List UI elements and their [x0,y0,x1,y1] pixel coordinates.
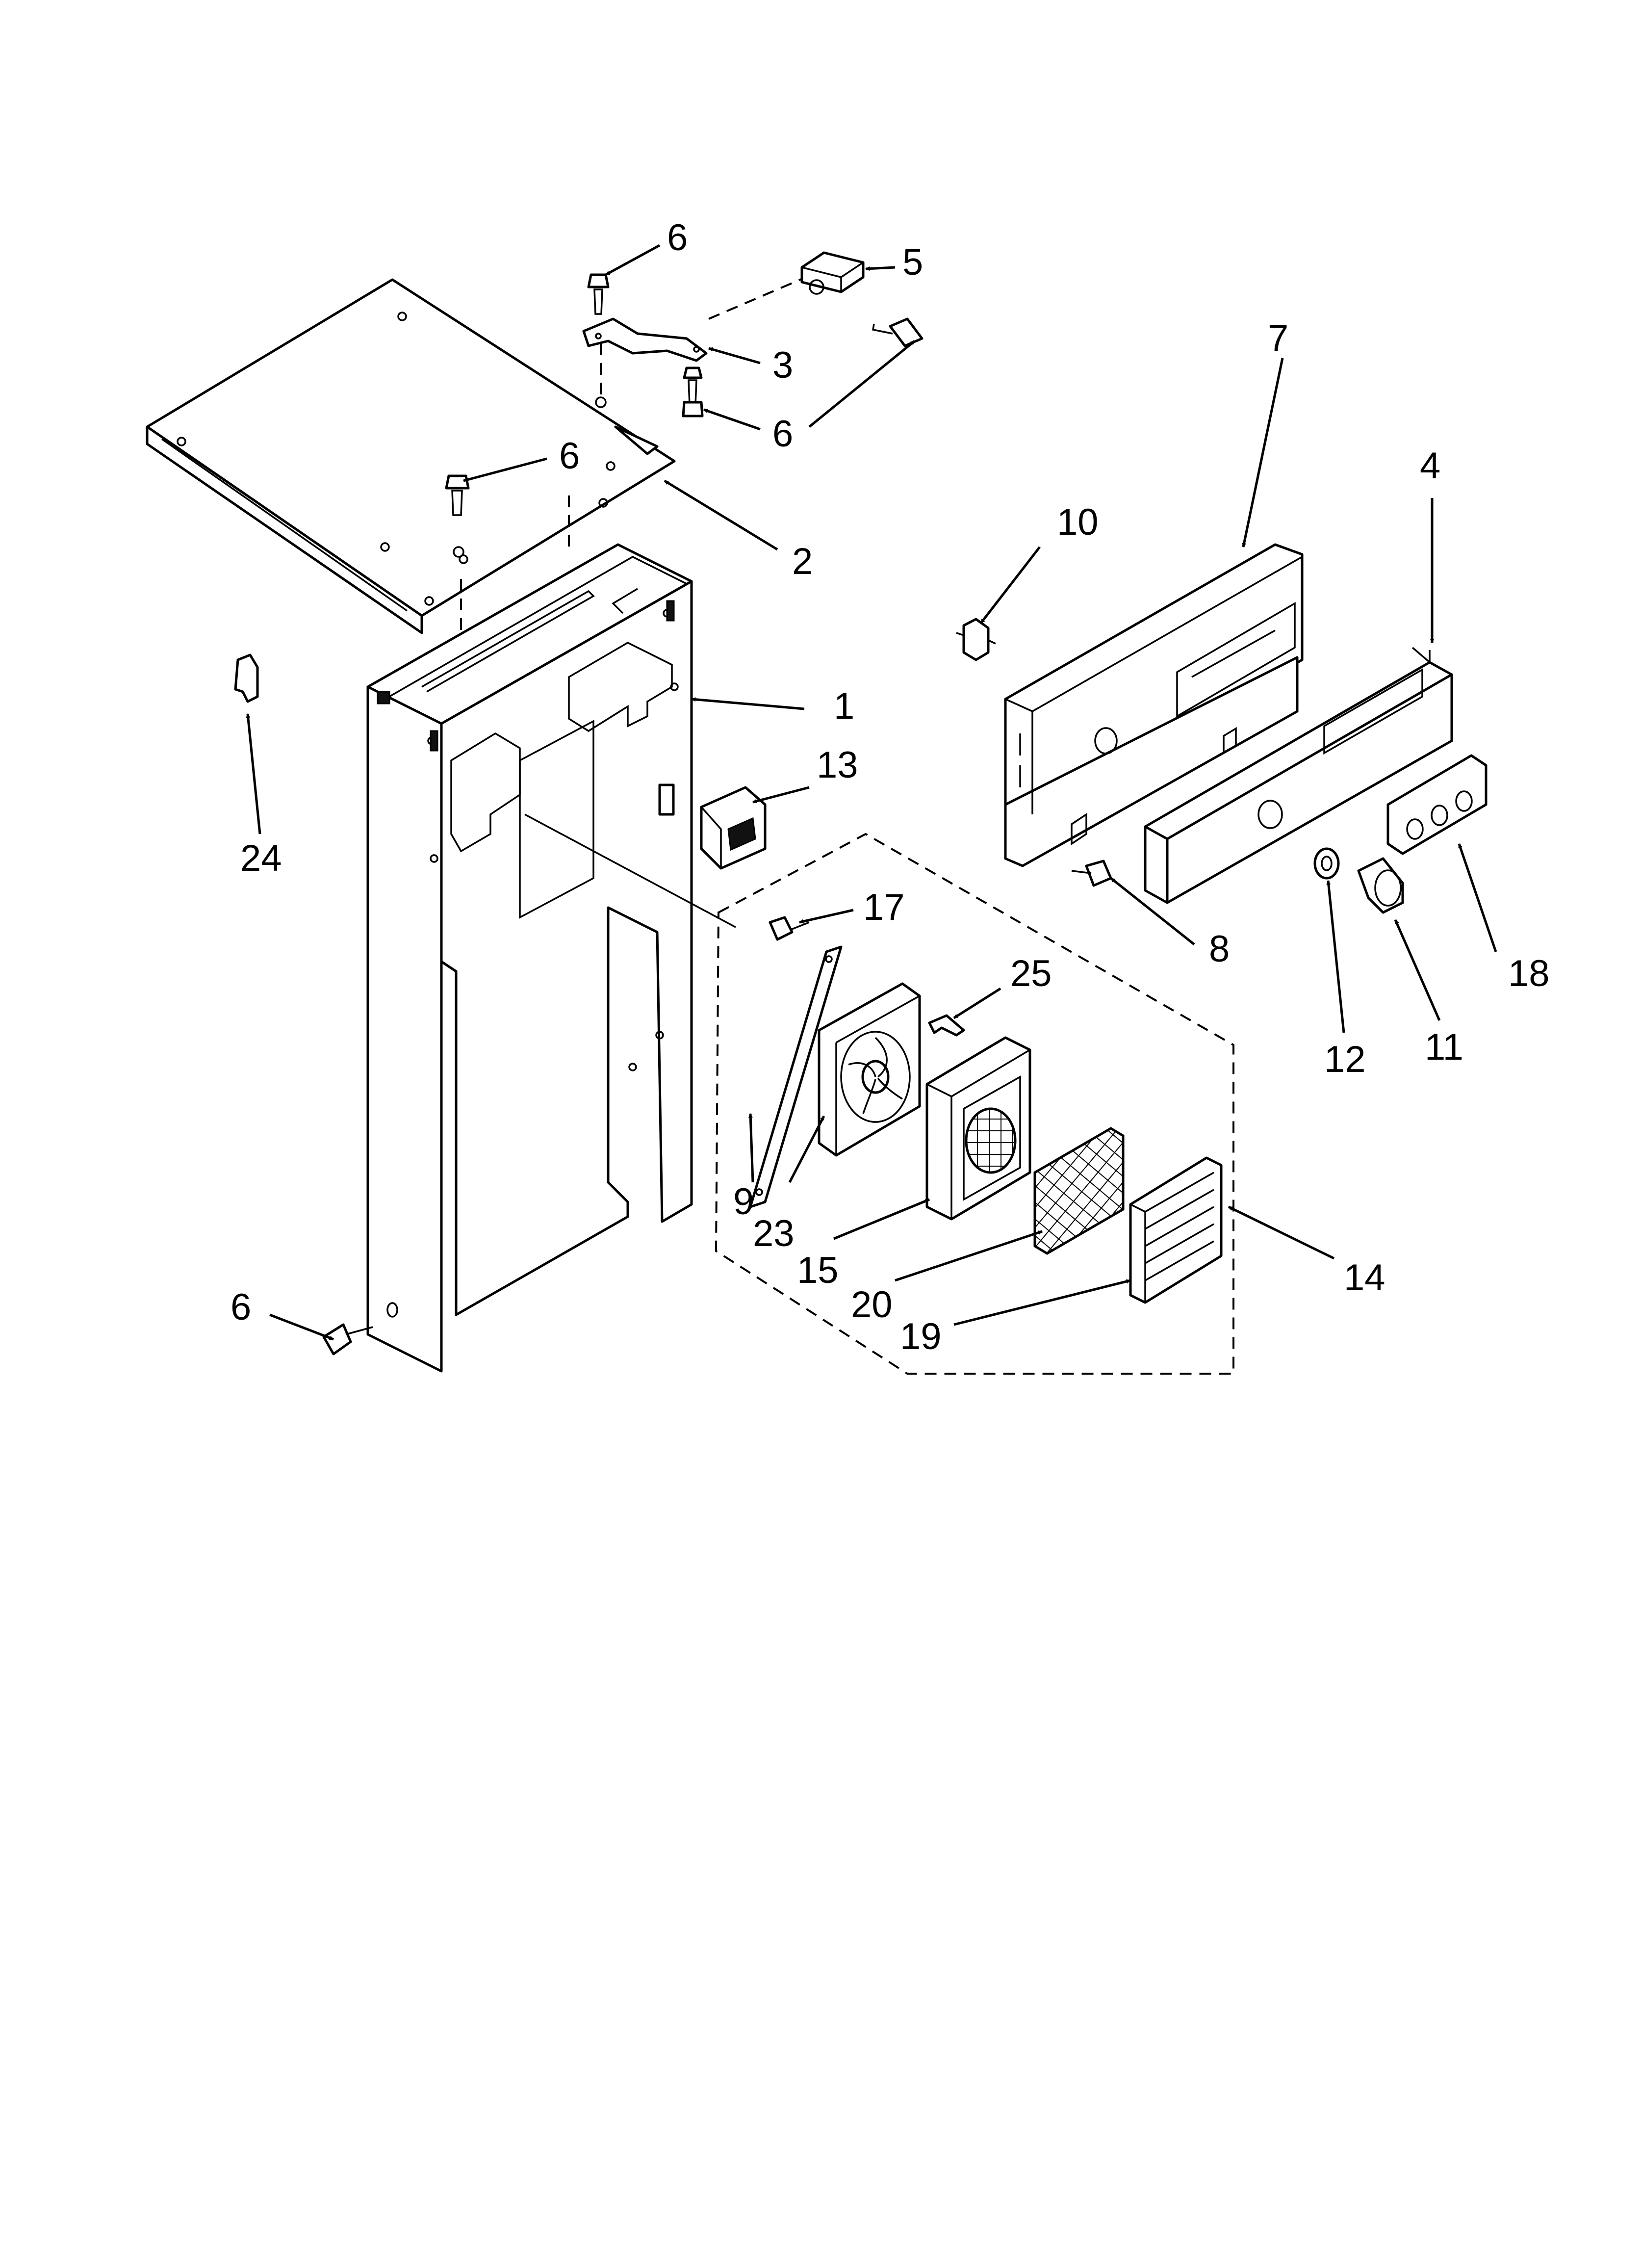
callout-23: 23 [753,1213,795,1254]
callout-7: 7 [1268,317,1288,359]
fan-23 [818,982,921,1157]
callout-19: 19 [900,1316,942,1357]
callout-8: 8 [1209,928,1230,970]
callout-3: 3 [772,344,793,386]
part-5-block [800,251,865,295]
button-pad-18 [1386,754,1488,855]
top-cover-plate [146,278,676,634]
callout-18: 18 [1508,953,1550,994]
screw-icon [322,1323,373,1356]
callout-6: 6 [772,413,793,455]
main-housing [366,543,736,1373]
callout-14: 14 [1344,1257,1385,1299]
bracket-and-screws [322,273,924,1356]
part-10-sensor [956,618,996,661]
part-24-clip [234,653,259,703]
assembly-boundary [715,833,1234,1375]
callout-15: 15 [797,1250,839,1291]
callout-6: 6 [559,435,580,477]
callout-labels: 6 5 3 6 6 2 1 13 24 7 4 10 8 18 12 11 17… [231,217,1550,1357]
fan-shroud-15 [925,1036,1031,1221]
callout-10: 10 [1057,501,1099,543]
grille-19 [1129,1156,1223,1304]
screw-icon [682,366,704,417]
screw-icon [445,474,470,516]
screw-icon [769,916,810,941]
callout-4: 4 [1420,445,1440,487]
callout-11: 11 [1425,1026,1463,1068]
callout-13: 13 [817,744,858,786]
callout-17: 17 [863,886,905,928]
callout-9: 9 [733,1181,754,1223]
rocker-switch [700,786,767,870]
callout-6: 6 [231,1286,251,1328]
callout-2: 2 [792,541,813,582]
screw-icon [872,317,924,347]
trim-panel [1144,647,1453,904]
screw-icon [1071,860,1112,887]
callout-5: 5 [902,241,923,283]
callout-25: 25 [1010,953,1052,994]
washer-12 [1313,847,1340,880]
leader-lines [246,244,1497,1341]
screw-icon [587,273,610,315]
bracket-strip-9 [749,945,843,1208]
part-25-clip [928,1014,965,1037]
callout-20: 20 [851,1284,893,1326]
callout-6: 6 [667,217,688,259]
control-panel [1004,543,1304,867]
knob-11 [1357,857,1404,914]
filter-20 [1033,1127,1125,1255]
callout-24: 24 [240,837,282,879]
callout-1: 1 [834,685,854,727]
callout-12: 12 [1324,1039,1366,1080]
